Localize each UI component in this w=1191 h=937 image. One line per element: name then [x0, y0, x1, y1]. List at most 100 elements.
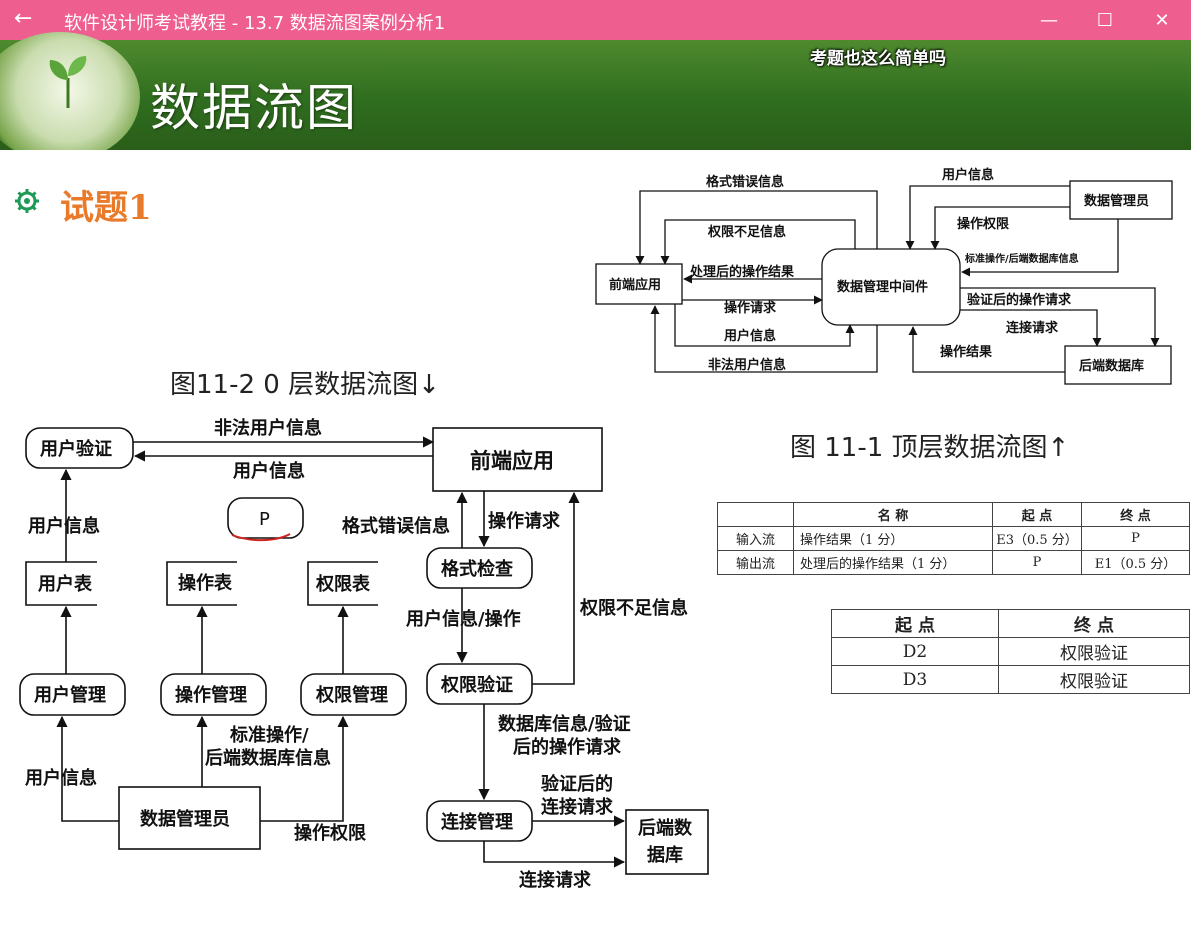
l0-flow-std-op-line1: 标准操作/: [229, 724, 309, 746]
flow-verified-request: [960, 287, 1160, 347]
flow-conn-request: [483, 841, 626, 868]
flow-format-error: [635, 190, 878, 265]
top-node-middleware: 数据管理中间件: [837, 279, 928, 295]
l0-flow-conn-request: 连接请求: [519, 869, 592, 891]
flow-op-perm: [260, 715, 349, 822]
l0-flow-user-info-left: 用户信息: [28, 515, 100, 537]
table-cell: 操作结果（1 分）: [793, 526, 993, 551]
flow-illegal-user: [650, 305, 878, 373]
table-header-cell: 名 称: [793, 502, 993, 527]
table-cell: P: [1081, 526, 1190, 551]
gear-bullet-icon: [15, 189, 39, 213]
minimize-button[interactable]: —: [1040, 9, 1058, 31]
close-button[interactable]: ✕: [1154, 9, 1170, 31]
table-cell: D2: [831, 637, 999, 666]
l0-node-conn-mgmt: 连接管理: [441, 811, 513, 833]
table-cell: 输出流: [717, 550, 794, 575]
flow-admin-user-info: [905, 185, 1070, 250]
node-middleware-box: [821, 248, 961, 326]
l0-flow-user-info-top: 用户信息: [233, 460, 305, 482]
flow-perm-insufficient: [532, 491, 580, 685]
table-cell: 权限验证: [998, 637, 1190, 666]
l0-flow-op-perm: 操作权限: [294, 822, 367, 844]
node-admin-box: [118, 786, 261, 850]
flow-op-result: [908, 326, 1065, 373]
node-user-verify-box: [25, 427, 134, 469]
top-flow-format-error: 格式错误信息: [706, 174, 784, 190]
l0-node-admin: 数据管理员: [140, 808, 230, 830]
l0-store-op-table: 操作表: [178, 572, 233, 594]
node-admin-box: [1069, 180, 1173, 220]
window-title: 软件设计师考试教程 - 13.7 数据流图案例分析1: [64, 13, 446, 34]
l0-node-backend-line2: 据库: [647, 844, 683, 866]
node-frontend-box: [432, 427, 603, 492]
top-flow-std-op: 标准操作/后端数据库信息: [964, 252, 1079, 265]
table-cell: 处理后的操作结果（1 分）: [793, 550, 993, 575]
top-flow-admin-user-info: 用户信息: [941, 167, 994, 183]
l0-flow-std-op-line2: 后端数据库信息: [205, 747, 331, 769]
level0-dfd: [19, 427, 709, 875]
top-node-admin: 数据管理员: [1084, 193, 1149, 209]
node-op-mgmt-box: [160, 673, 267, 716]
l0-node-user-verify: 用户验证: [40, 438, 112, 460]
top-node-backend: 后端数据库: [1079, 358, 1144, 374]
top-flow-verified-request: 验证后的操作请求: [967, 292, 1072, 308]
l0-node-perm-verify: 权限验证: [440, 674, 513, 696]
l0-flow-user-info-op: 用户信息/操作: [406, 608, 521, 630]
table-cell: 权限验证: [998, 665, 1190, 694]
node-p-box: [227, 497, 304, 539]
top-flow-perm-insufficient: 权限不足信息: [707, 224, 786, 240]
flow-user-info-bottom: [56, 715, 119, 822]
node-backend-box: [625, 809, 709, 875]
slide-content: 试题1 前端应用 数据管理中: [0, 150, 1191, 937]
flow-perm-insufficient: [660, 219, 856, 265]
l0-flow-format-error: 格式错误信息: [342, 515, 450, 537]
l0-flow-user-info-bottom: 用户信息: [25, 767, 97, 789]
question-title: 试题1: [60, 188, 152, 228]
l0-flow-db-info-line1: 数据库信息/验证: [498, 713, 631, 735]
l0-node-perm-mgmt: 权限管理: [315, 684, 388, 706]
l0-flow-illegal-user: 非法用户信息: [214, 417, 322, 439]
l0-flow-verified-conn-line2: 连接请求: [541, 796, 614, 818]
top-flow-op-perm: 操作权限: [957, 216, 1010, 232]
red-annotation-underline: [231, 533, 291, 542]
back-arrow-icon[interactable]: ←: [14, 6, 33, 31]
table-row: D3 权限验证: [831, 665, 1190, 694]
answer-table-2: 起 点 终 点 D2 权限验证 D3 权限验证: [831, 609, 1190, 694]
table-header-cell: 终 点: [1081, 502, 1190, 527]
node-format-check-box: [426, 547, 533, 589]
table-row: 输出流 处理后的操作结果（1 分） P E1（0.5 分）: [717, 550, 1190, 575]
subtitle-caption: 考题也这么简单吗: [810, 49, 946, 69]
table-header-cell: 起 点: [831, 609, 999, 638]
store-op-table: [166, 561, 237, 606]
table-header-cell: 起 点: [992, 502, 1082, 527]
top-flow-processed-result: 处理后的操作结果: [689, 264, 794, 280]
table-cell: E1（0.5 分）: [1081, 550, 1190, 575]
maximize-button[interactable]: ☐: [1096, 9, 1114, 31]
l0-node-format-check: 格式检查: [441, 558, 513, 580]
l0-store-user-table: 用户表: [38, 573, 93, 595]
table-cell: E3（0.5 分）: [992, 526, 1082, 551]
top-flow-conn-request: 连接请求: [1006, 320, 1059, 336]
fig2-caption: 图11-2 0 层数据流图↓: [170, 370, 440, 400]
flow-conn-request: [960, 309, 1102, 347]
l0-node-backend-line1: 后端数: [638, 817, 693, 839]
top-node-frontend: 前端应用: [609, 277, 661, 293]
l0-flow-db-info-line2: 后的操作请求: [513, 736, 622, 758]
l0-node-op-mgmt: 操作管理: [175, 684, 247, 706]
flow-op-perm: [930, 206, 1070, 250]
l0-store-perm-table: 权限表: [315, 573, 371, 595]
top-flow-user-info: 用户信息: [723, 328, 776, 344]
node-perm-mgmt-box: [300, 673, 407, 716]
table-header-cell: 终 点: [998, 609, 1190, 638]
table-row: D2 权限验证: [831, 637, 1190, 666]
flow-user-info: [674, 304, 855, 347]
store-user-table: [25, 561, 97, 606]
l0-node-frontend: 前端应用: [470, 449, 554, 473]
l0-node-p: P: [259, 509, 270, 530]
banner-heading: 数据流图: [150, 79, 358, 137]
node-backend-box: [1064, 345, 1172, 385]
node-user-mgmt-box: [19, 673, 126, 716]
banner-circle: [0, 32, 140, 162]
fig1-caption: 图 11-1 顶层数据流图↑: [790, 433, 1069, 463]
